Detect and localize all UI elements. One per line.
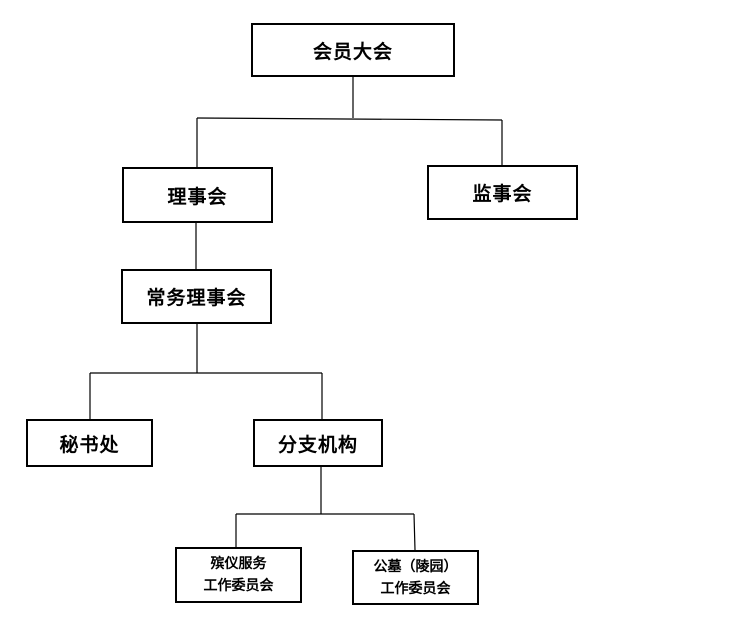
node-standing-council: 常务理事会	[121, 269, 272, 324]
node-general-assembly: 会员大会	[251, 23, 455, 77]
node-supervisory-board: 监事会	[427, 165, 578, 220]
node-label: 理事会	[167, 185, 228, 208]
edge-to-cemetery	[413, 513, 416, 551]
node-label-line1: 殡仪服务	[210, 556, 267, 572]
node-secretariat: 秘书处	[26, 419, 153, 467]
node-label: 分支机构	[277, 433, 358, 456]
node-label-line2: 工作委员会	[203, 578, 274, 594]
node-cemetery-committee: 公墓（陵园） 工作委员会	[352, 550, 479, 605]
node-funeral-committee: 殡仪服务 工作委员会	[175, 547, 302, 603]
node-label-line1: 公墓（陵园）	[373, 558, 458, 575]
edge-assembly-bar	[196, 117, 503, 121]
node-label: 常务理事会	[146, 287, 247, 309]
node-label: 秘书处	[59, 433, 120, 456]
node-council: 理事会	[122, 167, 273, 223]
node-label-line2: 工作委员会	[380, 580, 451, 597]
node-branches: 分支机构	[253, 419, 383, 467]
node-label: 监事会	[472, 183, 533, 205]
node-label: 会员大会	[312, 40, 393, 63]
